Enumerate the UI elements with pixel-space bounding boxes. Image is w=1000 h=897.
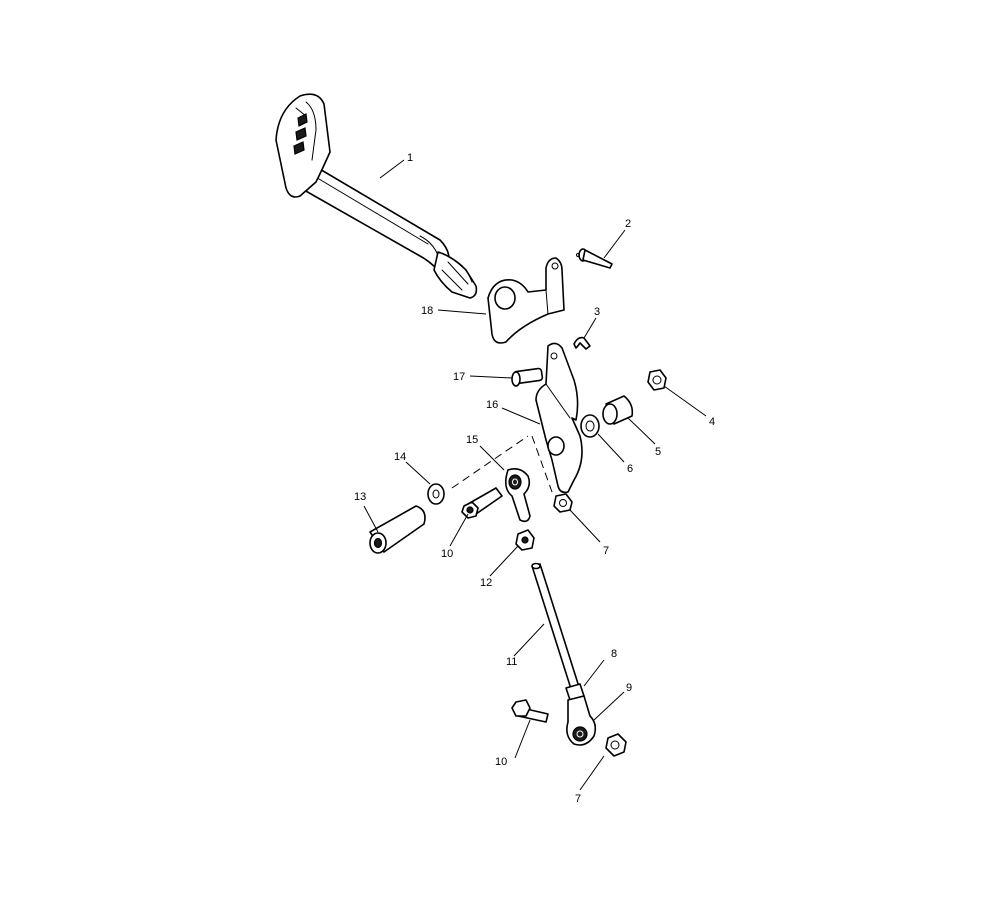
callout-5: 5 [655, 446, 661, 458]
part-bracket [487, 257, 565, 344]
callout-3: 3 [594, 306, 600, 318]
part-lower-rod-end [566, 695, 597, 746]
part-washer-14 [427, 483, 445, 505]
callout-12: 12 [480, 577, 492, 589]
callout-11: 11 [506, 656, 517, 668]
part-rod-end [504, 468, 531, 523]
assembly-centerline-2 [531, 435, 553, 493]
callout-labels: 1 2 3 4 5 6 7 7 8 9 10 10 11 12 13 14 15… [354, 152, 715, 805]
part-cotter-pin [573, 336, 591, 350]
callout-2: 2 [625, 218, 631, 230]
part-bolt-upper [461, 487, 503, 519]
part-sleeve [369, 505, 426, 554]
callout-1: 1 [407, 152, 413, 164]
part-nut-12 [515, 529, 535, 551]
part-nut-7-lower [605, 733, 627, 757]
callout-15: 15 [466, 434, 478, 446]
callout-10-lower: 10 [495, 756, 507, 768]
callout-7-lower: 7 [575, 793, 581, 805]
part-nut-7-upper [553, 493, 573, 513]
callout-7-upper: 7 [603, 545, 609, 557]
callout-6: 6 [627, 463, 633, 475]
part-nut-4 [647, 369, 667, 391]
part-rod [531, 562, 581, 693]
leader-lines [363, 159, 707, 791]
part-bolt-lower [511, 699, 549, 723]
part-washer-6 [580, 414, 600, 438]
callout-10-upper: 10 [441, 548, 453, 560]
callout-9: 9 [626, 682, 632, 694]
part-pin-17 [511, 367, 544, 387]
part-lever-plate [535, 342, 583, 494]
callout-13: 13 [354, 491, 366, 503]
callout-4: 4 [709, 416, 715, 428]
assembly-centerline-1 [451, 435, 529, 489]
callout-14: 14 [394, 451, 406, 463]
callout-16: 16 [486, 399, 498, 411]
callout-17: 17 [453, 371, 465, 383]
part-clevis-pin [576, 248, 613, 269]
callout-8: 8 [611, 648, 617, 660]
callout-18: 18 [421, 305, 433, 317]
part-brake-pedal [275, 93, 478, 299]
part-bushing [602, 395, 634, 425]
